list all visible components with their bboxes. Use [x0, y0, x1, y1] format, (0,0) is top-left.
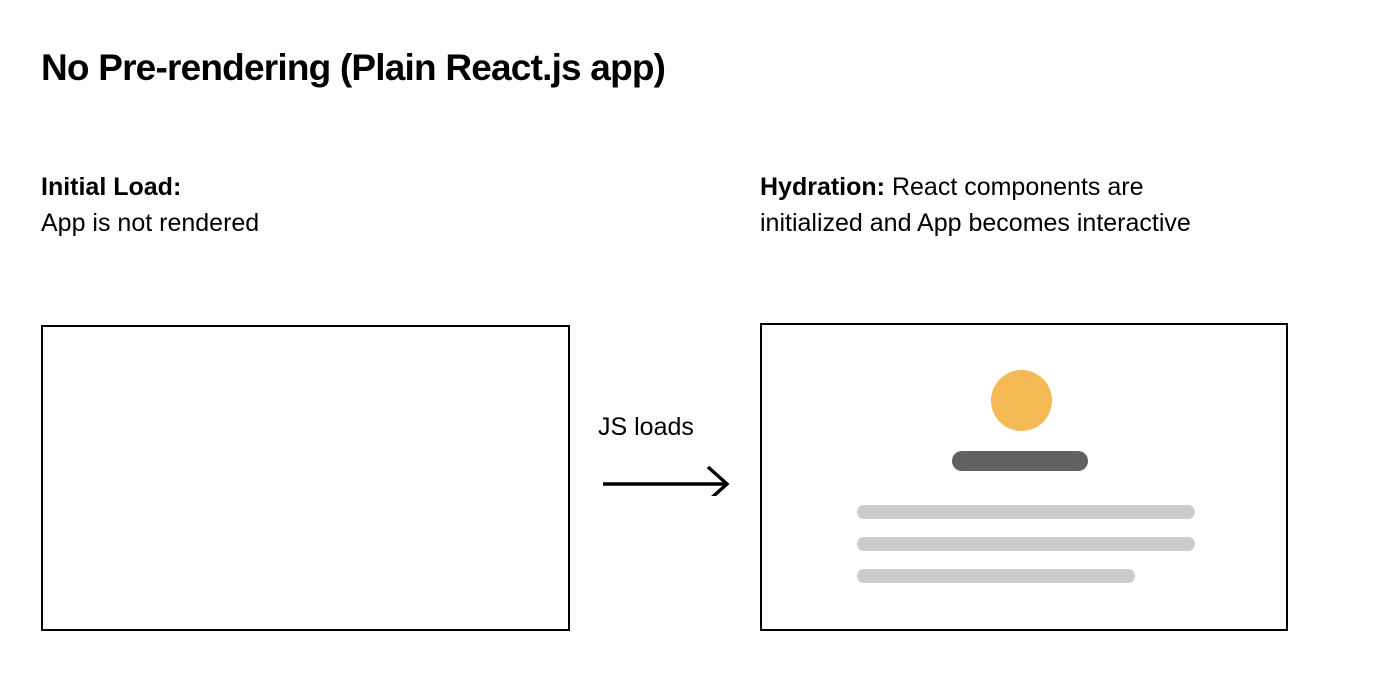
hydration-label: Hydration: — [760, 173, 885, 201]
connector-label: JS loads — [598, 413, 694, 441]
initial-load-description: App is not rendered — [41, 208, 260, 237]
hydration-caption: Hydration: React components are initiali… — [760, 170, 1360, 241]
connector-group: JS loads — [598, 413, 738, 496]
initial-load-caption: Initial Load: App is not rendered — [41, 170, 581, 241]
skeleton-text-bar — [857, 569, 1135, 583]
right-stage-caption: Hydration: React components are initiali… — [760, 170, 1360, 241]
left-stage-caption: Initial Load: App is not rendered — [41, 170, 581, 241]
skeleton-text-bar — [857, 537, 1195, 551]
hydration-description-line1: React components are — [891, 173, 1144, 201]
skeleton-avatar-circle — [991, 370, 1052, 431]
hydrated-browser-frame — [760, 323, 1288, 631]
skeleton-heading-bar — [952, 451, 1088, 471]
arrow-right-icon — [603, 465, 730, 496]
empty-browser-frame — [41, 325, 570, 631]
skeleton-text-bar — [857, 505, 1195, 519]
initial-load-label: Initial Load: — [41, 173, 182, 201]
hydration-description-line2: initialized and App becomes interactive — [760, 208, 1191, 237]
page-title: No Pre-rendering (Plain React.js app) — [41, 47, 666, 88]
